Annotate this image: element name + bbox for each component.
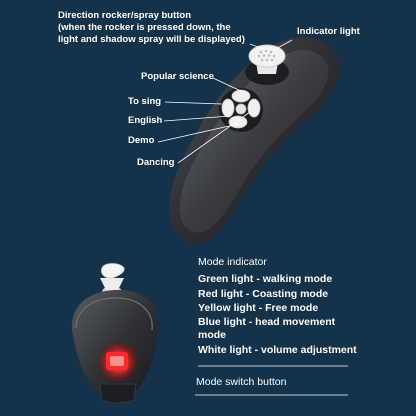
blue-light-mode-cont: mode — [198, 329, 227, 341]
mode-indicator-pod — [71, 263, 159, 404]
popular-science-label: Popular science — [141, 71, 214, 82]
demo-label: Demo — [128, 135, 155, 146]
mode-button-cluster — [219, 88, 263, 132]
dancing-label: Dancing — [137, 157, 175, 168]
to-sing-label: To sing — [128, 96, 162, 107]
green-light-mode: Green light - walking mode — [198, 273, 333, 285]
yellow-light-mode: Yellow light - Free mode — [198, 302, 319, 314]
white-light-mode: White light - volume adjustment — [198, 344, 357, 356]
english-label: English — [128, 115, 163, 126]
rocker-desc-line1: (when the rocker is pressed down, the — [58, 22, 231, 33]
red-light-mode: Red light - Coasting mode — [198, 288, 329, 300]
remote-body — [169, 36, 340, 245]
mode-switch-label: Mode switch button — [196, 376, 287, 388]
mode-indicator-heading: Mode indicator — [198, 256, 267, 268]
direction-rocker — [245, 44, 289, 85]
rocker-desc-line2: light and shadow spray will be displayed… — [58, 34, 245, 45]
rocker-title: Direction rocker/spray button — [58, 10, 192, 21]
indicator-light-label: Indicator light — [297, 26, 360, 37]
blue-light-mode: Blue light - head movement — [198, 316, 336, 328]
